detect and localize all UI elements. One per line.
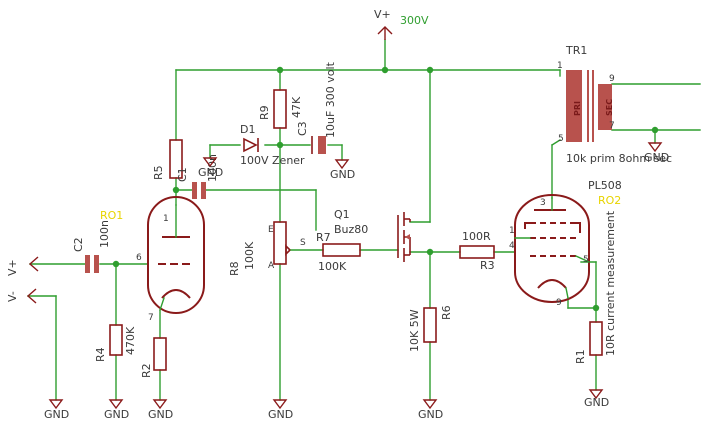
r2-name: R2 [140, 363, 153, 378]
ground-label: GND [418, 408, 443, 421]
r8-pin-e: E [268, 225, 274, 235]
q1-value: Buz80 [334, 223, 368, 236]
c2-capacitor: C2 100n [72, 220, 111, 273]
r3-value: 100R [462, 230, 491, 243]
r6-name: R6 [440, 305, 453, 320]
ground-symbol-gnd5: GND [104, 399, 129, 421]
r3-resistor: 100R R3 [459, 230, 495, 272]
r3-name: R3 [480, 259, 495, 272]
supply-symbol: V+ 300V [374, 8, 429, 40]
pl508-pin4: 4 [509, 241, 515, 251]
tr1-pin9: 9 [609, 74, 615, 84]
tr1-sec-label: SEC [605, 99, 614, 116]
r8-pin-s: S [300, 238, 306, 248]
ground-symbol-gnd1: GND [198, 157, 223, 179]
c3-capacitor: C3 10uF 300 volt [296, 61, 337, 154]
ground-symbols: GND GND GND GND GND GND GND GND [44, 142, 669, 421]
tr1-output-transformer: PRI SEC TR1 1 5 9 7 10k prim 8ohm sec [557, 44, 672, 165]
r8-value: 100K [243, 241, 256, 270]
wires [27, 39, 701, 401]
c1-capacitor: C1 100n [176, 154, 219, 199]
supply-label: V+ [374, 8, 391, 21]
pl508-name: PL508 [588, 179, 622, 192]
tr1-pin7: 7 [609, 121, 615, 131]
ground-symbol-gnd3: GND [644, 142, 669, 164]
d1-value: 100V Zener [240, 154, 305, 167]
c3-name: C3 [296, 121, 309, 136]
ground-symbol-gnd2: GND [330, 159, 355, 181]
tr1-pri-label: PRI [573, 101, 582, 116]
r6-value: 10K 5W [408, 309, 421, 352]
ground-label: GND [268, 408, 293, 421]
pl508-pin9: 9 [556, 298, 562, 308]
c3-value: 10uF 300 volt [324, 61, 337, 138]
ground-symbol-gnd9: GND [584, 389, 609, 409]
r9-value: 47K [290, 96, 303, 118]
ground-symbol-gnd7: GND [268, 399, 293, 421]
r8-pin-a: A [268, 261, 275, 271]
r4-value: 470K [124, 326, 137, 355]
tr1-pin5: 5 [558, 134, 564, 144]
ro1-pin7: 7 [148, 313, 154, 323]
tr1-pin1: 1 [557, 61, 563, 71]
input-v-plus: V+ [6, 259, 19, 276]
r8-name: R8 [228, 261, 241, 276]
ground-label: GND [104, 408, 129, 421]
r9-resistor: R9 47K [258, 89, 303, 129]
ro1-name: RO1 [100, 209, 123, 222]
ground-label: GND [198, 166, 223, 179]
ground-label: GND [44, 408, 69, 421]
r1-name: R1 [574, 349, 587, 364]
c1-value: 100n [206, 154, 219, 182]
input-connectors: V+ V- [6, 256, 39, 304]
ground-label: GND [148, 408, 173, 421]
c2-value: 100n [98, 220, 111, 248]
d1-name: D1 [240, 123, 255, 136]
q1-name: Q1 [334, 208, 350, 221]
supply-voltage: 300V [400, 14, 429, 27]
ground-symbol-gnd8: GND [418, 399, 443, 421]
pl508-ref: RO2 [598, 194, 621, 207]
pl508-pin1: 1 [509, 226, 515, 236]
ro1-triode-tube: RO1 1 6 7 [100, 196, 205, 323]
r5-name: R5 [152, 165, 165, 180]
c1-name: C1 [176, 167, 189, 182]
ro1-pin6: 6 [136, 253, 142, 263]
tr1-description: 10k prim 8ohm sec [566, 152, 672, 165]
pl508-pentode-tube: PL508 RO2 3 1 4 5 9 [509, 179, 622, 308]
r7-name: R7 [316, 231, 331, 244]
pl508-pin3: 3 [540, 198, 546, 208]
d1-zener-diode: D1 100V Zener [240, 123, 305, 167]
r9-name: R9 [258, 105, 271, 120]
ground-label: GND [330, 168, 355, 181]
pl508-pin5: 5 [583, 255, 589, 265]
r7-value: 100K [318, 260, 347, 273]
c2-name: C2 [72, 237, 85, 252]
ground-label: GND [644, 151, 669, 164]
r2-resistor: R2 [140, 337, 167, 378]
r1-resistor: R1 10R current measurement [574, 210, 617, 364]
input-v-minus: V- [6, 291, 19, 302]
ground-label: GND [584, 396, 609, 409]
q1-mosfet: Q1 Buz80 [334, 208, 411, 262]
r5-resistor: R5 [152, 139, 183, 180]
r4-resistor: R4 470K [94, 324, 137, 362]
ground-symbol-gnd4: GND [44, 399, 69, 421]
ro1-pin1: 1 [163, 214, 169, 224]
tr1-name: TR1 [565, 44, 587, 57]
r8-potentiometer: R8 100K E A S [228, 221, 306, 276]
r4-name: R4 [94, 347, 107, 362]
r1-value: 10R current measurement [604, 210, 617, 356]
junction-dots [112, 66, 659, 312]
r6-resistor: 10K 5W R6 [408, 305, 453, 352]
r7-resistor: R7 100K [316, 231, 361, 273]
ground-symbol-gnd6: GND [148, 399, 173, 421]
